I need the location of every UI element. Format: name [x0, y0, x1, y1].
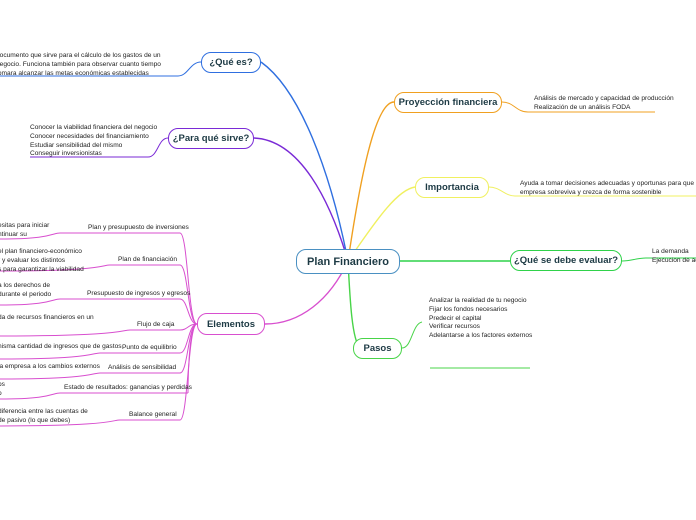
sub-plan-presupuesto-inversiones-notes: esitas para iniciar ntinuar su: [0, 222, 50, 238]
link-para-que-sirve: [253, 137, 349, 262]
link-pasos-leaf: [401, 321, 423, 349]
proyeccion-financiera-list: Análisis de mercado y capacidad de produ…: [534, 95, 674, 111]
topic-pasos-label: Pasos: [363, 343, 392, 354]
sub-flujo-caja[interactable]: Flujo de caja: [137, 321, 175, 328]
topic-que-es-label: ¿Qué es?: [209, 57, 253, 68]
topic-que-es[interactable]: ¿Qué es?: [201, 52, 261, 73]
link-importancia-leaf: [488, 186, 696, 197]
central-topic[interactable]: Plan Financiero: [296, 249, 400, 274]
topic-que-se-debe-evaluar[interactable]: ¿Qué se debe evaluar?: [510, 250, 622, 271]
elementos-sub-leaf-1: [0, 264, 111, 272]
elementos-sub-leaf-3: [0, 329, 131, 337]
elementos-sub-leaf-4: [0, 352, 101, 360]
link-que-es-leaf: [0, 61, 202, 77]
sub-analisis-sensibilidad[interactable]: Análisis de sensibilidad: [108, 364, 177, 371]
elementos-sub-leaf-5: [0, 372, 101, 380]
sub-analisis-sensibilidad-notes: la empresa a los cambios externos: [0, 363, 100, 370]
link-elementos-sub-0: [179, 232, 198, 325]
pasos-list: Analizar la realidad de tu negocio Fijar…: [429, 297, 533, 340]
sub-estado-resultados[interactable]: Estado de resultados: ganancias y perdid…: [64, 384, 192, 391]
elementos-sub-leaf-6: [0, 392, 61, 400]
elementos-sub-leaf-0: [0, 232, 61, 240]
topic-para-que-sirve[interactable]: ¿Para qué sirve?: [168, 128, 254, 149]
sub-flujo-caja-notes: da de recursos financieros en un: [0, 314, 94, 321]
elementos-sub-leaf-7: [0, 419, 121, 427]
sub-presupuesto-ingresos-egresos-notes: a los derechos de durante el periodo: [0, 282, 52, 298]
elementos-sub-leaf-2: [0, 298, 61, 306]
topic-importancia[interactable]: Importancia: [415, 177, 489, 198]
link-elementos-sub-1: [179, 264, 198, 325]
link-elementos-sub-2: [179, 298, 198, 325]
sub-balance-general-notes: diferencia entre las cuentas de de pasiv…: [0, 408, 88, 424]
link-proyeccion: [347, 101, 395, 262]
central-topic-label: Plan Financiero: [307, 255, 389, 268]
topic-para-que-sirve-label: ¿Para qué sirve?: [172, 133, 250, 144]
sub-punto-equilibrio[interactable]: Punto de equilibrio: [122, 344, 177, 351]
link-para-que-leaf: [30, 137, 169, 158]
topic-que-se-debe-evaluar-label: ¿Qué se debe evaluar?: [513, 255, 618, 266]
link-proyeccion-leaf: [501, 101, 655, 113]
topic-pasos[interactable]: Pasos: [353, 338, 402, 359]
sub-punto-equilibrio-notes: nisma cantidad de ingresos que de gastos: [0, 343, 122, 350]
link-elementos-sub-7: [179, 323, 198, 421]
sub-plan-financiacion[interactable]: Plan de financiación: [118, 256, 178, 263]
topic-proyeccion-financiera-label: Proyección financiera: [398, 97, 498, 108]
link-evaluar-leaf: [621, 257, 696, 262]
topic-elementos[interactable]: Elementos: [197, 313, 265, 335]
topic-importancia-label: Importancia: [425, 182, 479, 193]
importancia-description: Ayuda a tomar decisiones adecuadas y opo…: [520, 180, 696, 196]
topic-proyeccion-financiera[interactable]: Proyección financiera: [394, 92, 502, 113]
para-que-sirve-list: Conocer la viabilidad financiera del neg…: [30, 124, 158, 158]
sub-presupuesto-ingresos-egresos[interactable]: Presupuesto de ingresos y egresos: [87, 290, 191, 297]
sub-balance-general[interactable]: Balance general: [129, 411, 177, 418]
topic-elementos-label: Elementos: [206, 318, 256, 330]
sub-estado-resultados-notes: os o: [0, 381, 5, 397]
sub-plan-financiacion-notes: el plan financiero-económico r y evaluar…: [0, 248, 84, 273]
que-se-debe-evaluar-list: La demanda Ejecucion de ac: [652, 248, 696, 264]
link-pasos: [347, 260, 361, 349]
link-que-es: [260, 61, 349, 262]
sub-plan-presupuesto-inversiones[interactable]: Plan y presupuesto de inversiones: [88, 224, 189, 231]
que-es-description: documento que sirve para el cálculo de l…: [0, 52, 161, 77]
